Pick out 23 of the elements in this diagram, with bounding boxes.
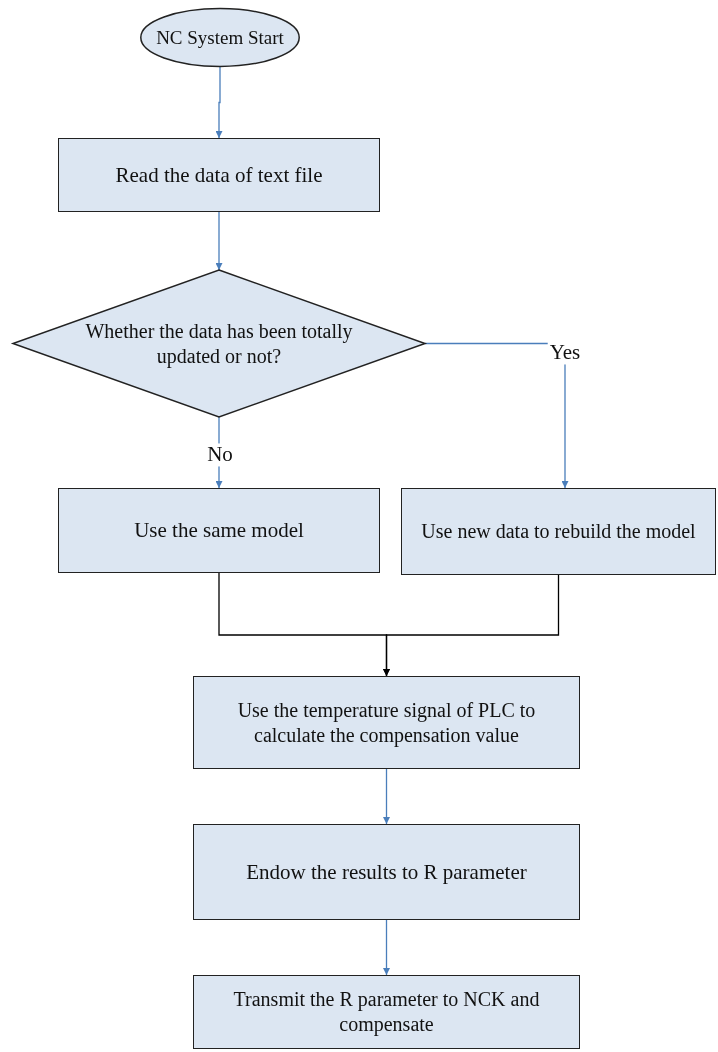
decision-diamond (13, 270, 425, 417)
node-label: NC System Start (156, 25, 284, 50)
process-box (401, 488, 716, 575)
process-box (193, 676, 580, 769)
edge-label: No (205, 443, 235, 467)
node-label: Use the same model (134, 517, 304, 544)
arrow (383, 768, 390, 825)
node-label: Read the data of text file (115, 161, 323, 189)
arrow (215, 211, 223, 271)
node-label: Use new data to rebuild the model (421, 519, 696, 544)
process-box (193, 824, 580, 920)
edge-label: Yes (547, 341, 583, 365)
arrow (383, 919, 390, 976)
arrow (383, 574, 560, 677)
process-box (58, 488, 380, 573)
process-box (58, 138, 380, 212)
start-ellipse (140, 8, 300, 67)
process-box (193, 975, 580, 1049)
node-label: Whether the data has been totally updated or not? (84, 318, 354, 369)
node-label: Transmit the R parameter to NCK and compensate (232, 987, 541, 1037)
node-label: Endow the results to R parameter (246, 858, 527, 886)
arrow (215, 66, 223, 139)
node-label: Use the temperature signal of PLC to calculate the compensation value (236, 697, 537, 748)
